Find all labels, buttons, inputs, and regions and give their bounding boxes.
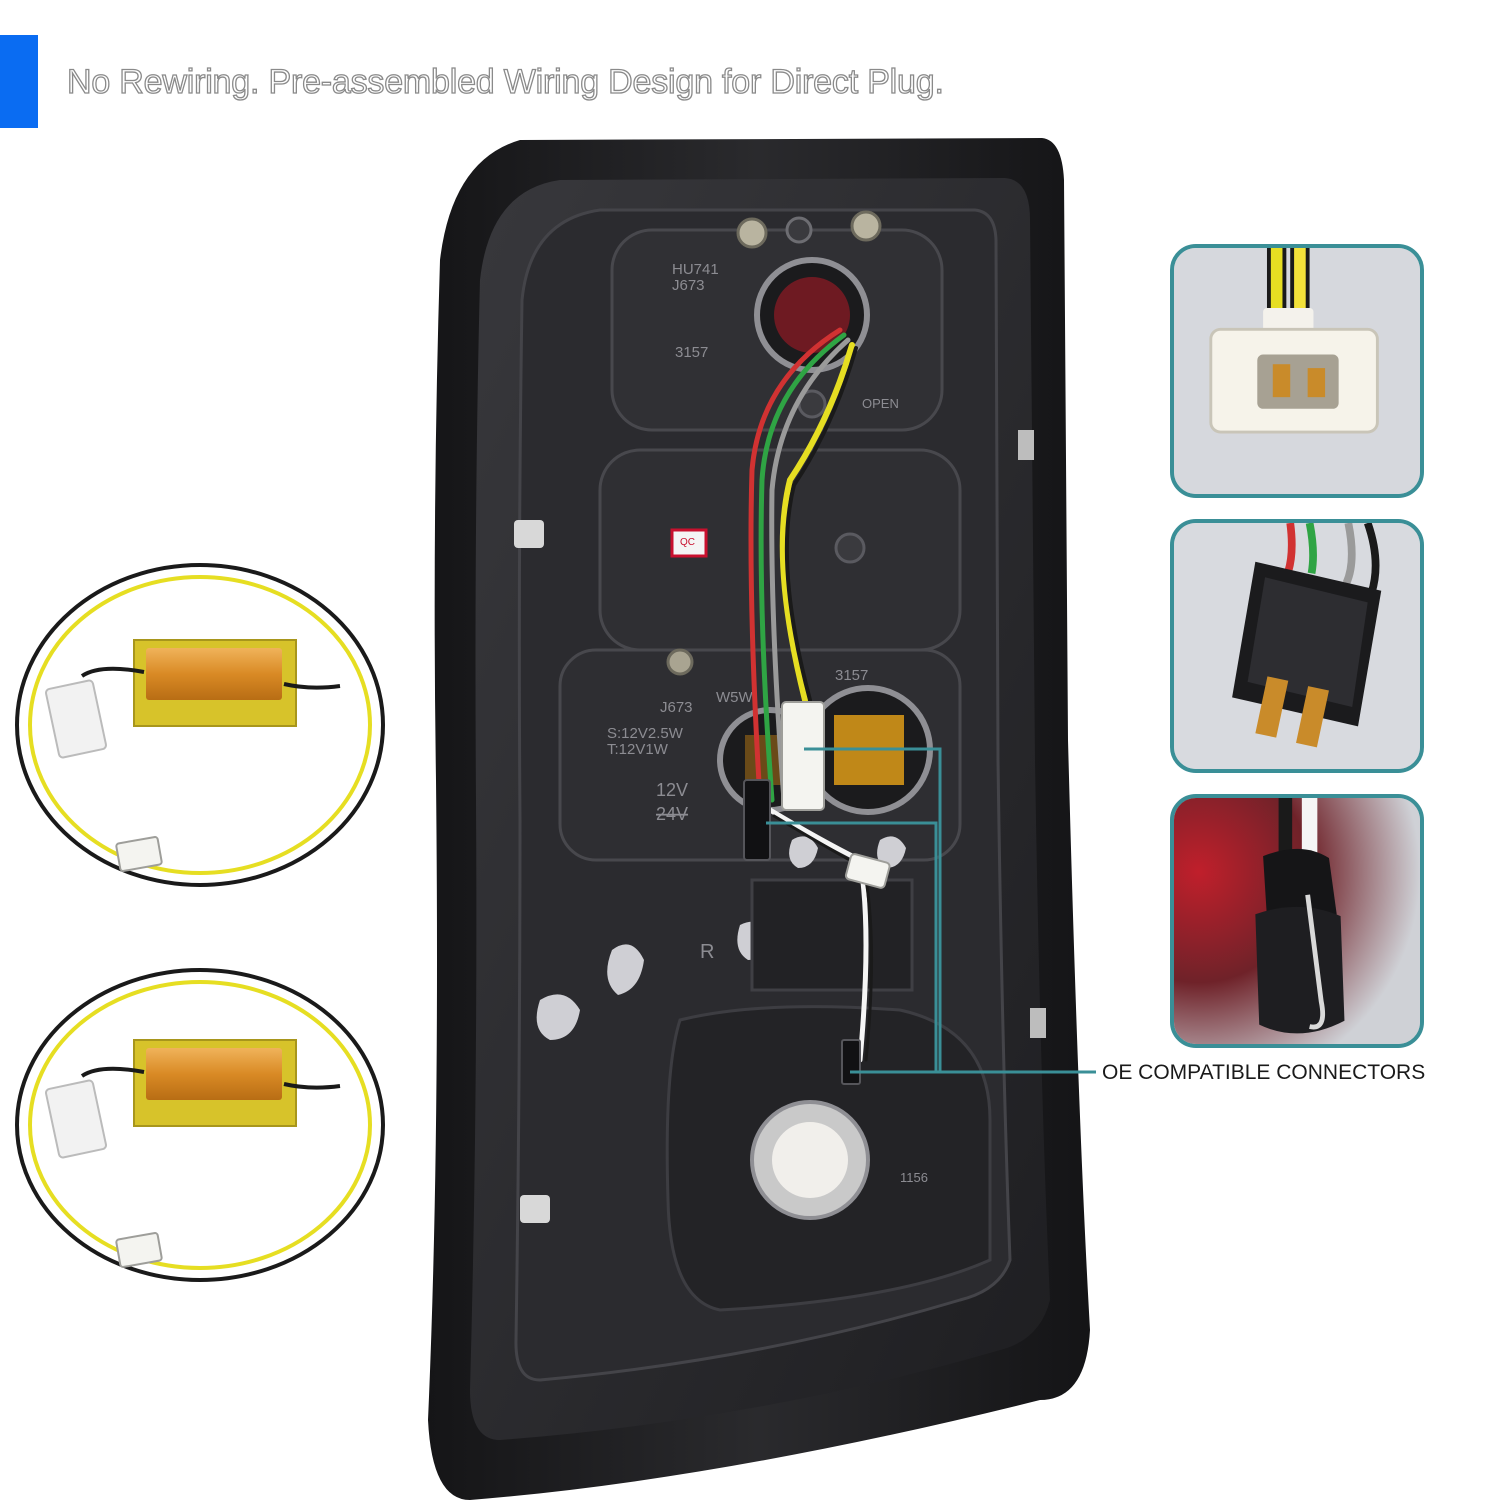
black-connector bbox=[743, 779, 771, 861]
marking-open: OPEN bbox=[862, 396, 899, 411]
callout-label: OE COMPATIBLE CONNECTORS bbox=[1102, 1061, 1426, 1084]
bulb-socket-icon bbox=[1174, 798, 1420, 1044]
wire-label-tag bbox=[844, 853, 891, 889]
headline: No Rewiring. Pre-assembled Wiring Design… bbox=[66, 62, 944, 101]
marking-part-code-2: J673 bbox=[672, 277, 705, 294]
marking-part-code: HU741 bbox=[672, 261, 719, 278]
accent-bar bbox=[0, 35, 38, 128]
inset-two-pin-white-connector bbox=[1170, 244, 1424, 498]
marking-spec-t: T:12V1W bbox=[607, 741, 669, 758]
housing-markings: HU741 J673 3157 3157 J673 W5W S:12V2.5W … bbox=[607, 261, 928, 1185]
marking-bulb-top: 3157 bbox=[675, 344, 708, 361]
callout-lines bbox=[766, 747, 1096, 1074]
marking-voltage: 12V bbox=[656, 780, 688, 800]
load-resistor-1 bbox=[15, 563, 385, 887]
marking-qc: QC bbox=[680, 537, 695, 548]
socket-connector bbox=[841, 1039, 861, 1085]
marking-w5w: W5W bbox=[716, 689, 754, 706]
inset-bulb-socket-connector bbox=[1170, 794, 1424, 1048]
marking-side: R bbox=[700, 941, 714, 963]
inset-four-pin-black-connector bbox=[1170, 519, 1424, 773]
four-pin-connector-icon bbox=[1174, 523, 1420, 769]
marking-bulb-mid: 3157 bbox=[835, 667, 868, 684]
load-resistor-2 bbox=[15, 968, 385, 1282]
marking-voltage-crossed: 24V bbox=[656, 804, 688, 824]
marking-bulb-bottom: 1156 bbox=[900, 1170, 928, 1185]
marking-spec-s: S:12V2.5W bbox=[607, 725, 684, 742]
white-connector bbox=[781, 701, 825, 811]
marking-spec-code: J673 bbox=[660, 699, 693, 716]
two-pin-connector-icon bbox=[1174, 248, 1420, 494]
